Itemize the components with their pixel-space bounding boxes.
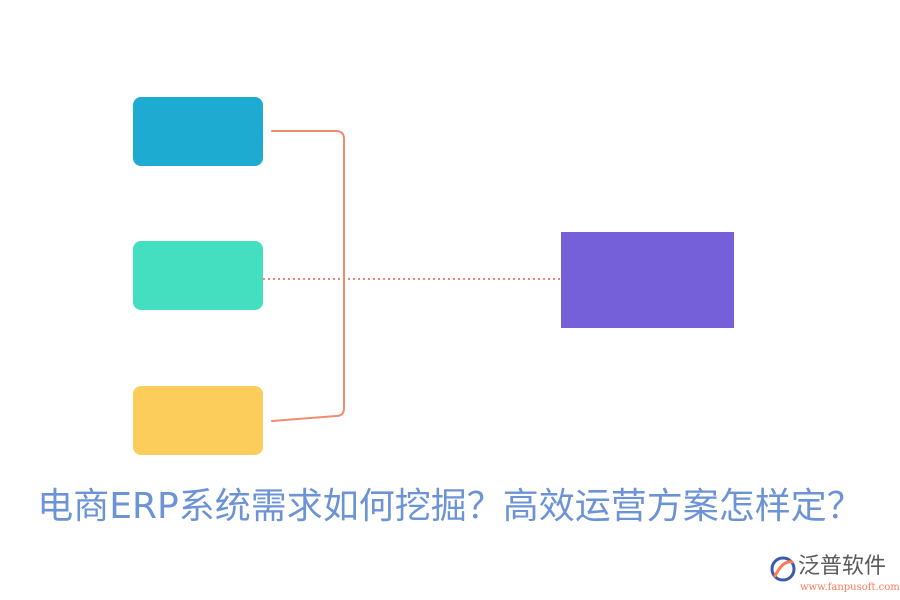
logo-url: www.fanpusoft.com — [800, 582, 900, 593]
brand-logo: 泛普软件 www.fanpusoft.com — [770, 552, 900, 596]
logo-swoosh — [773, 560, 794, 578]
logo-name: 泛普软件 — [798, 554, 887, 579]
page-title: 电商ERP系统需求如何挖掘？高效运营方案怎样定？ — [37, 486, 863, 527]
node-middle — [133, 241, 263, 310]
logo-ring — [770, 556, 796, 582]
logo-mark-icon — [770, 556, 796, 582]
bracket-connector — [271, 130, 345, 422]
node-bottom — [133, 386, 263, 455]
node-top — [133, 97, 263, 166]
node-target — [561, 232, 734, 328]
